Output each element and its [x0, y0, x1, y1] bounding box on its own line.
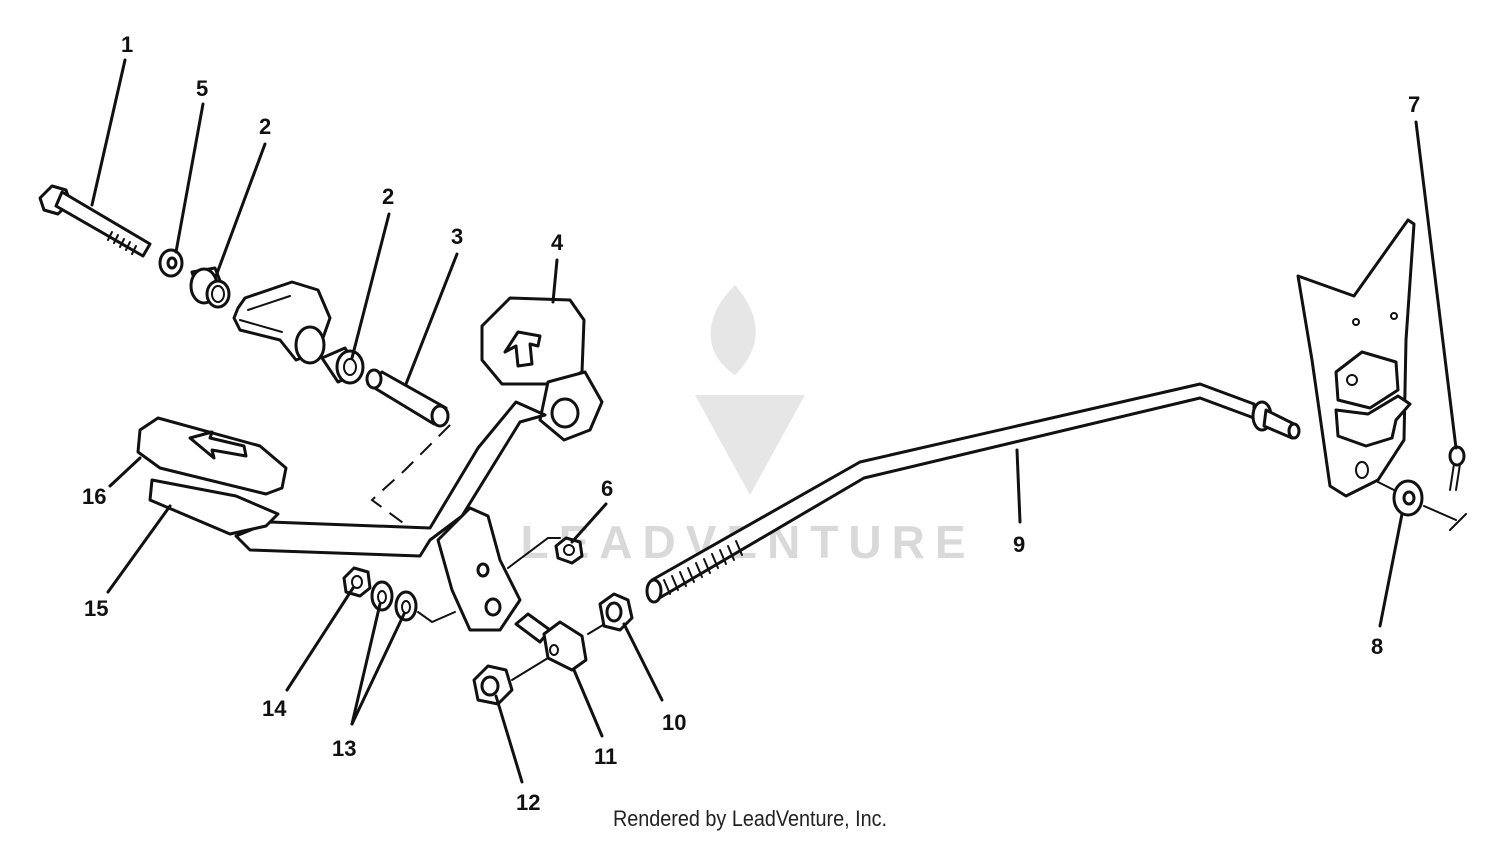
part-bushing-left: [189, 266, 231, 309]
callout-1: 1: [121, 32, 133, 57]
part-pedal-plate: [148, 478, 280, 536]
part-pivot-housing: [232, 280, 332, 365]
callout-15: 15: [84, 596, 108, 621]
part-washer-13b: [394, 590, 418, 622]
assembly-line-washer-8: [1377, 481, 1467, 531]
part-washer-13a: [370, 580, 394, 612]
callout-6: 6: [601, 476, 613, 501]
watermark-flame-icon: [710, 285, 756, 375]
part-nut-10: [598, 592, 634, 632]
part-cotter-pin: [1448, 445, 1466, 491]
part-blocks: [1334, 350, 1412, 448]
assembly-line-washers: [417, 611, 456, 624]
callout-13: 13: [332, 736, 356, 761]
arrow-left-icon: [188, 430, 248, 460]
part-nut-6: [554, 536, 584, 565]
part-bracket: [436, 506, 522, 632]
callout-5: 5: [196, 76, 208, 101]
assembly-line-nut-6: [507, 537, 561, 569]
callout-16: 16: [82, 484, 106, 509]
callout-7: 7: [1408, 92, 1420, 117]
callout-14: 14: [262, 696, 287, 721]
callout-3: 3: [451, 224, 463, 249]
part-control-rod: [645, 382, 1301, 604]
part-washer-8: [1392, 479, 1424, 517]
callout-2-left: 2: [259, 114, 271, 139]
part-washer-5: [158, 248, 184, 278]
assembly-line-nut-12: [511, 657, 549, 681]
part-bushing-right: [320, 346, 365, 385]
callout-10: 10: [662, 710, 686, 735]
render-credit: Rendered by LeadVenture, Inc.: [612, 806, 888, 831]
part-pedal-pad-forward: [480, 296, 586, 386]
part-nut-14: [342, 566, 372, 598]
callout-9: 9: [1013, 532, 1025, 557]
callout-11: 11: [594, 744, 617, 769]
part-pedal-arm: [234, 370, 604, 558]
arrow-up-icon: [503, 330, 542, 368]
callouts: 1 5 2 2 3 4 16 15 6 14 13 12 11 10 9 7 8: [82, 32, 1420, 815]
assembly-line-shaft: [370, 424, 451, 529]
part-shaft: [365, 368, 450, 428]
watermark-v-icon: [695, 395, 805, 495]
part-nut-12: [472, 664, 514, 706]
part-bolt: [38, 184, 152, 258]
callout-12: 12: [516, 790, 540, 815]
callout-2-right: 2: [382, 184, 394, 209]
callout-4: 4: [551, 230, 564, 255]
part-pedal-pad-reverse: [136, 416, 288, 496]
callout-8: 8: [1371, 634, 1383, 659]
leader-lines: [90, 58, 1458, 784]
part-adjuster: [514, 612, 588, 672]
